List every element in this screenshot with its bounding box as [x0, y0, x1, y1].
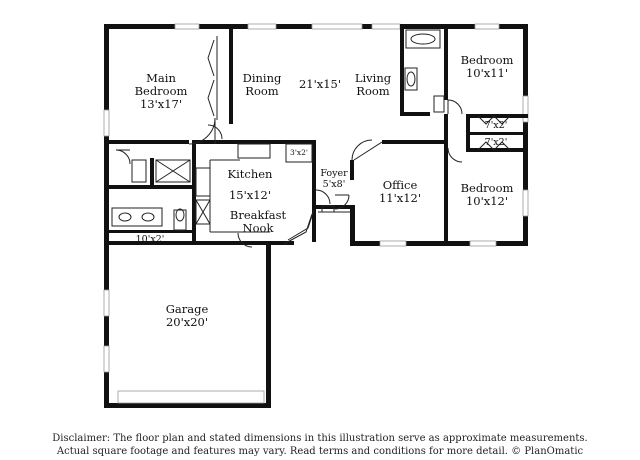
- closet-bifold: [207, 36, 218, 120]
- bedroom-top-label: Bedroom: [461, 53, 514, 67]
- room-labels: Main Bedroom 13'x17' Dining Room 21'x15'…: [135, 53, 514, 329]
- top-windows: [174, 23, 500, 30]
- living-room-label-2: Room: [356, 84, 390, 98]
- dining-room-label-2: Room: [245, 84, 279, 98]
- pantry-size: 3'x2': [290, 148, 308, 157]
- dining-room-label-1: Dining: [243, 71, 282, 85]
- kitchen-label: Kitchen: [228, 167, 274, 181]
- bath-fixtures-top: [404, 29, 445, 113]
- main-bedroom-label-1: Main: [146, 71, 176, 85]
- bedroom-bottom-label: Bedroom: [461, 181, 514, 195]
- breakfast-nook-label-2: Nook: [243, 221, 275, 235]
- living-room-label-1: Living: [355, 71, 392, 85]
- office-label: Office: [383, 178, 418, 192]
- foyer-entry: [318, 205, 350, 213]
- main-bath-fixtures: [111, 159, 191, 231]
- main-bedroom-size: 13'x17': [140, 97, 182, 111]
- main-bedroom-label-2: Bedroom: [135, 84, 188, 98]
- garage-label: Garage: [166, 302, 209, 316]
- garage-door: [117, 390, 265, 404]
- closet-lower-size: 7'x2': [485, 137, 508, 148]
- garage-size: 20'x20': [166, 315, 208, 329]
- living-room-size: 21'x15': [299, 77, 341, 91]
- disclaimer-line-1: Disclaimer: The floor plan and stated di…: [52, 433, 588, 444]
- foyer-size: 5'x8': [323, 179, 346, 190]
- small-closet-doors: [477, 115, 511, 151]
- interior-walls: [104, 24, 528, 246]
- doors: [115, 99, 463, 248]
- bedroom-top-size: 10'x11': [466, 66, 508, 80]
- kitchen-fixtures: [195, 143, 315, 245]
- side-windows: [103, 95, 529, 373]
- disclaimer-line-2: Actual square footage and features may v…: [56, 446, 584, 457]
- office-size: 11'x12': [379, 191, 421, 205]
- bedroom-bottom-size: 10'x12': [466, 194, 508, 208]
- laundry-size: 10'x2': [136, 234, 165, 245]
- foyer-label: Foyer: [320, 168, 348, 179]
- kitchen-size: 15'x12': [229, 188, 271, 202]
- closet-upper-size: 7'x2': [485, 120, 508, 131]
- disclaimer: Disclaimer: The floor plan and stated di…: [0, 432, 640, 458]
- breakfast-nook-label-1: Breakfast: [230, 208, 287, 222]
